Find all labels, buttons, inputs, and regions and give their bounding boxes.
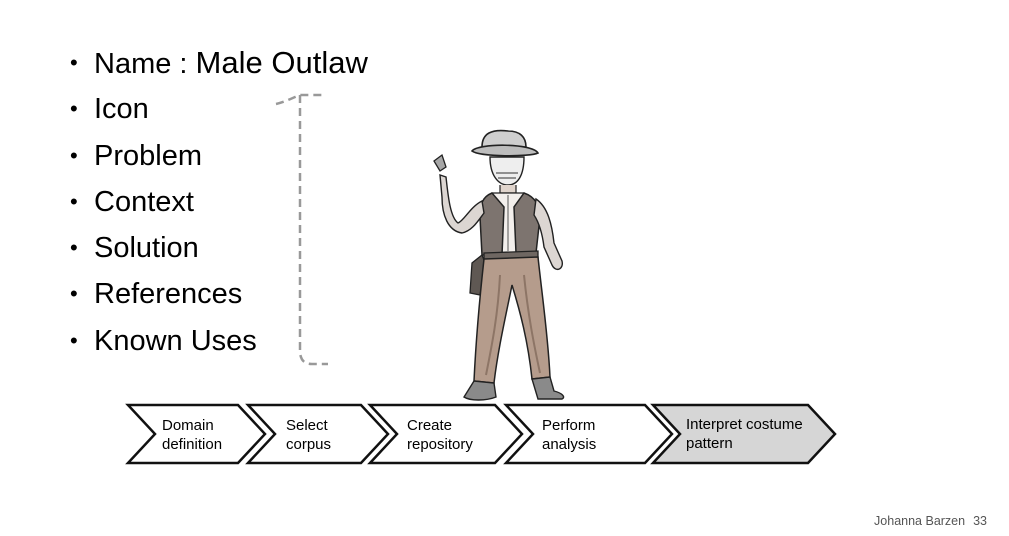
- step-line2: corpus: [286, 436, 331, 453]
- step-domain-definition: Domain definition: [125, 403, 267, 465]
- bullet-known-uses: •Known Uses: [70, 324, 257, 357]
- name-value: Male Outlaw: [195, 45, 368, 80]
- bullet-label: Problem: [94, 139, 202, 172]
- chevron-shape: [367, 403, 524, 465]
- bullet-name: • Name : Male Outlaw: [70, 40, 368, 86]
- chevron-shape: [245, 403, 390, 465]
- bullet-context: •Context: [70, 185, 194, 218]
- bullet-solution: •Solution: [70, 232, 199, 265]
- step-interpret-costume-pattern: Interpret costume pattern: [650, 403, 837, 465]
- bullet-references: •References: [70, 278, 243, 311]
- step-line2: repository: [407, 436, 473, 453]
- bullet-label: References: [94, 278, 243, 311]
- step-perform-analysis: Perform analysis: [503, 403, 674, 465]
- step-line2: pattern: [686, 435, 733, 452]
- bullet-label: Known Uses: [94, 324, 257, 357]
- outlaw-icon: [433, 129, 565, 401]
- chevron-shape-highlighted: [650, 403, 837, 465]
- page-number: 33: [973, 514, 987, 528]
- step-line1: Interpret costume: [686, 416, 803, 433]
- bullet-icon: •Icon: [70, 93, 149, 126]
- bullet-label: Context: [94, 185, 194, 218]
- dashed-bracket: [275, 93, 328, 366]
- step-line1: Select: [286, 417, 329, 434]
- bullet-dot: •: [70, 50, 78, 75]
- author-name: Johanna Barzen: [874, 514, 966, 528]
- chevron-shape: [125, 403, 267, 465]
- chevron-shape: [503, 403, 674, 465]
- bullet-label: Solution: [94, 232, 199, 265]
- step-line1: Create: [407, 417, 452, 434]
- step-line2: analysis: [542, 436, 596, 453]
- process-chevrons: Domain definition Select corpus Create r…: [125, 403, 837, 465]
- step-select-corpus: Select corpus: [245, 403, 390, 465]
- slide-footer: Johanna Barzen 33: [874, 514, 987, 528]
- step-create-repository: Create repository: [367, 403, 524, 465]
- step-line2: definition: [162, 436, 222, 453]
- bullet-problem: •Problem: [70, 139, 202, 172]
- step-line1: Domain: [162, 417, 214, 434]
- step-line1: Perform: [542, 417, 595, 434]
- name-label: Name :: [94, 48, 188, 80]
- bullet-label: Icon: [94, 93, 149, 126]
- pattern-attribute-list: • Name : Male Outlaw •Icon •Problem •Con…: [70, 40, 368, 364]
